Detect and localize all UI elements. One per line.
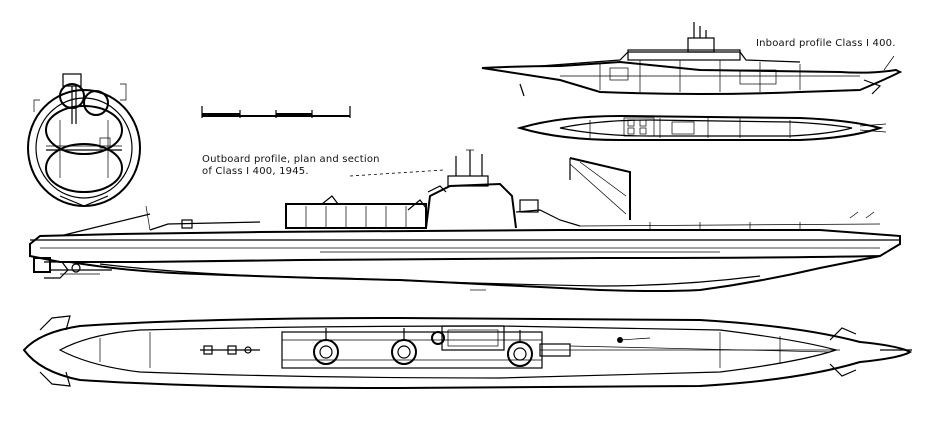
cross-section-view xyxy=(27,73,141,207)
outboard-plan-view xyxy=(22,315,912,390)
caption-outboard-profile-line2: of Class I 400, 1945. xyxy=(202,166,309,177)
scale-bar xyxy=(201,106,351,118)
outboard-profile-view xyxy=(29,149,901,292)
inboard-plan-view xyxy=(516,114,887,141)
caption-outboard-profile-line1: Outboard profile, plan and section xyxy=(202,154,380,165)
inboard-profile-view xyxy=(481,22,903,97)
caption-inboard-profile: Inboard profile Class I 400. xyxy=(756,38,896,49)
